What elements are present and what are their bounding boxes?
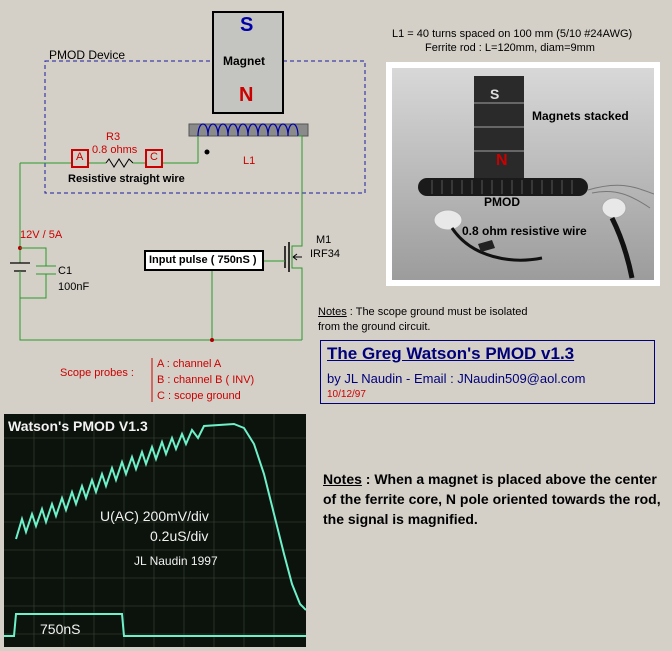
wire-bottom (19, 271, 302, 341)
input-pulse-prefix: Input pulse ( (149, 254, 218, 266)
spec-line-1: L1 = 40 turns spaced on 100 mm (5/10 #24… (392, 28, 633, 40)
photo-s-pole: S (490, 86, 500, 102)
mosfet-arrow (292, 253, 302, 261)
capacitor-c1-symbol (20, 247, 56, 299)
magnet-s-pole: S (240, 14, 254, 36)
ferrite-coil (418, 178, 588, 196)
byline: by JL Naudin - Email : JNaudin509@aol.co… (327, 371, 586, 386)
photo-pmod-label: PMOD (484, 195, 520, 209)
photo-drawing (392, 68, 654, 280)
oscilloscope-capture: Watson's PMOD V1.3 U(AC) 200mV/div 0.2uS… (4, 414, 306, 647)
scope-scale: U(AC) 200mV/div (100, 508, 209, 524)
resistor-r3-symbol (105, 158, 134, 168)
mosfet-drain-source (291, 240, 303, 340)
probe-item-b: B : channel B ( INV) (157, 374, 255, 386)
node-a-label: A (76, 151, 84, 163)
probe-item-a: A : channel A (157, 358, 222, 370)
supply-symbol (10, 262, 30, 272)
notes-top: Notes : The scope ground must be isolate… (318, 306, 528, 318)
scope-grid (4, 414, 306, 647)
input-pulse-suffix: ) (249, 254, 257, 266)
notes-bottom: Notes : When a magnet is placed above th… (323, 469, 663, 529)
page-title: The Greg Watson's PMOD v1.3 (327, 344, 575, 363)
device-label: PMOD Device (49, 48, 126, 62)
magnet-label: Magnet (223, 54, 265, 68)
node-c-box (145, 149, 163, 168)
date: 10/12/97 (327, 389, 366, 400)
mosfet-name: M1 (316, 234, 332, 246)
notes-top-heading: Notes (318, 306, 347, 318)
coil-l1 (197, 123, 299, 137)
resistor-name: R3 (106, 131, 121, 143)
input-pulse-label: Input pulse ( 750nS ) (149, 254, 257, 266)
probes-label: Scope probes : (60, 367, 134, 379)
scope-trace-pulse (4, 613, 306, 637)
probe-item-c: C : scope ground (157, 390, 241, 402)
supply-label: 12V / 5A (20, 229, 63, 241)
wire-label: Resistive straight wire (68, 173, 185, 185)
spec-line-2: Ferrite rod : L=120mm, diam=9mm (425, 42, 595, 54)
scope-credit: JL Naudin 1997 (134, 554, 218, 568)
coil-dot (204, 149, 210, 155)
photo-magnets-label: Magnets stacked (532, 109, 629, 123)
capacitor-value: 100nF (58, 281, 90, 293)
input-pulse-box (144, 250, 264, 271)
notes-top-line-1: : The scope ground must be isolated (346, 306, 528, 318)
coil-label: L1 (243, 155, 256, 167)
ground-node (210, 338, 214, 342)
scope-pulse-label: 750nS (40, 621, 81, 637)
input-pulse-value: 750nS (217, 254, 250, 266)
magnet-n-pole: N (239, 84, 254, 106)
magnet-block (212, 11, 284, 114)
scope-title: Watson's PMOD V1.3 (8, 418, 148, 434)
scope-trace-signal (15, 422, 306, 611)
scope-screen (4, 414, 306, 647)
resistor-value: 0.8 ohms (92, 144, 138, 156)
device-photo: S N Magnets stacked PMOD 0.8 ohm resisti… (386, 62, 660, 286)
coil-right-lead (298, 135, 303, 240)
mosfet-part: IRF34 (310, 248, 340, 260)
node-c-label: C (150, 151, 158, 163)
scope-time: 0.2uS/div (150, 528, 209, 544)
notes-top-line-2: from the ground circuit. (318, 321, 431, 333)
node-a-box (71, 149, 89, 168)
pmod-device-outline (44, 60, 366, 194)
notes-bottom-heading: Notes (323, 471, 362, 487)
notes-bottom-text: : When a magnet is placed above the cent… (323, 471, 661, 527)
title-box: The Greg Watson's PMOD v1.3 by JL Naudin… (320, 340, 655, 404)
photo-wire-label: 0.8 ohm resistive wire (462, 224, 587, 238)
capacitor-name: C1 (58, 265, 73, 277)
photo-n-pole: N (496, 152, 508, 169)
